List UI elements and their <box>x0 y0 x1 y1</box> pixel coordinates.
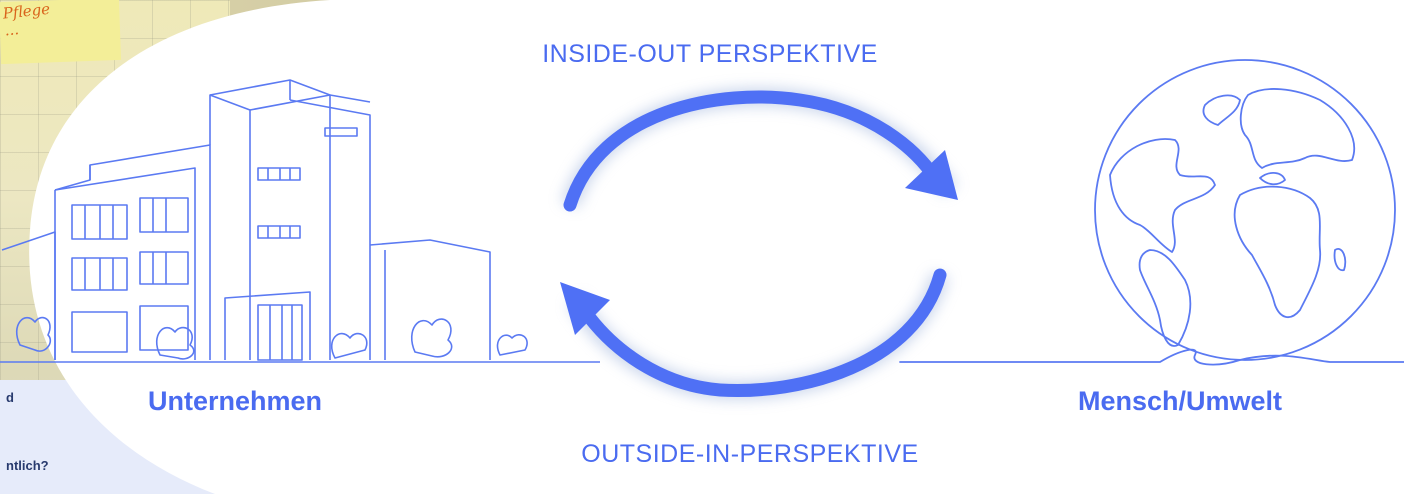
office-building-icon <box>0 80 600 362</box>
arrow-clockwise-bottom <box>560 275 940 391</box>
inside-out-label: INSIDE-OUT PERSPEKTIVE <box>480 40 940 69</box>
globe-icon <box>900 60 1404 365</box>
people-environment-label: Mensch/Umwelt <box>1078 386 1282 417</box>
company-label: Unternehmen <box>148 386 322 417</box>
outside-in-label: OUTSIDE-IN-PERSPEKTIVE <box>520 440 980 469</box>
arrow-clockwise-top <box>570 97 958 205</box>
